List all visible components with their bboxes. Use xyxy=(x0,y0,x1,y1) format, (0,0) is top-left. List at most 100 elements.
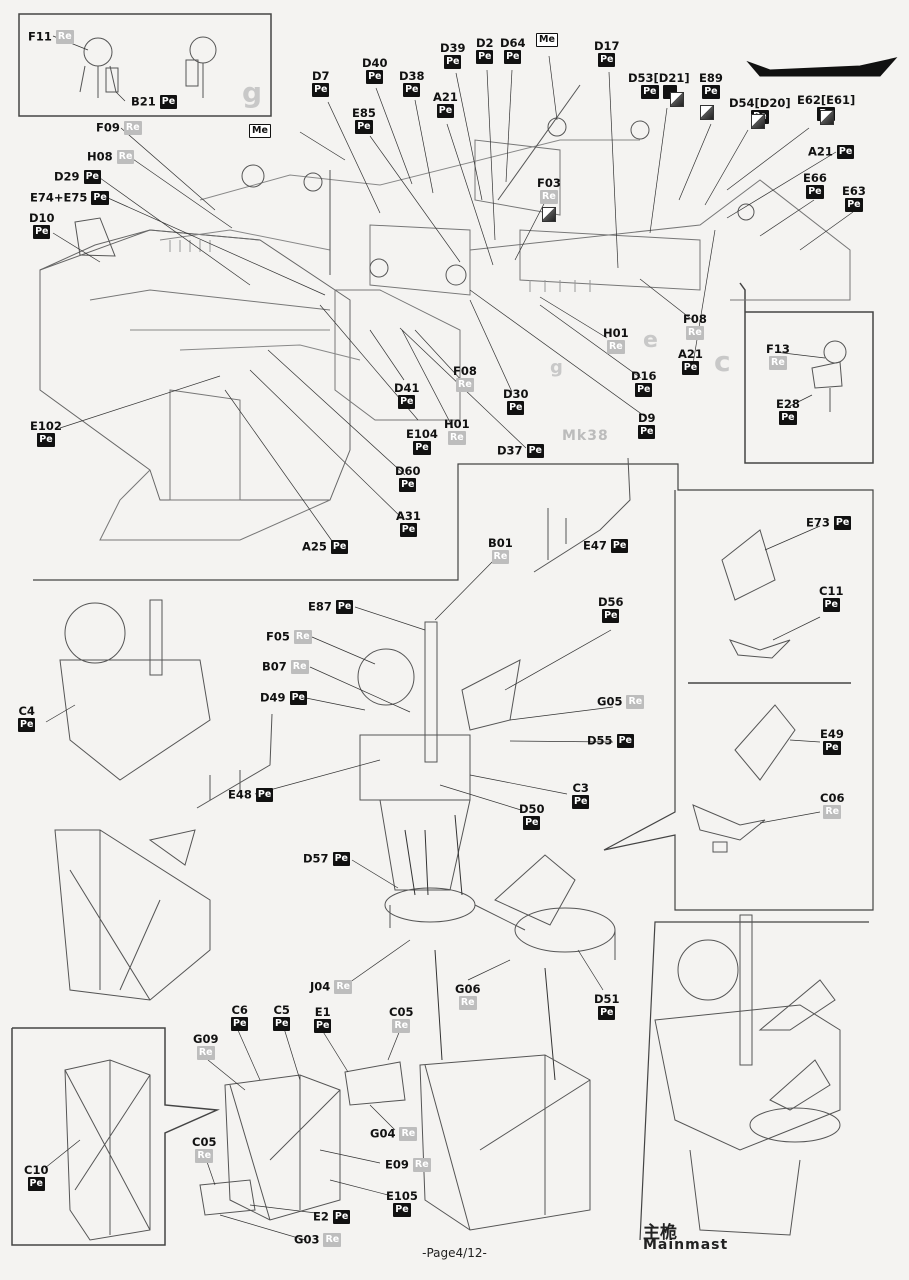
material-tag-pe: Pe xyxy=(616,734,634,748)
material-tag-re: Re xyxy=(412,1158,431,1172)
material-tag-re: Re xyxy=(293,630,312,644)
paint-swatch-icon xyxy=(670,92,684,107)
part-label-f11: F11 Re xyxy=(28,30,74,44)
material-tag-re: Re xyxy=(123,121,142,135)
part-code: C5 xyxy=(273,1003,290,1017)
part-code: D30 xyxy=(503,387,529,401)
part-code: C06 xyxy=(820,791,845,805)
material-tag-pe: Pe xyxy=(833,516,852,530)
part-code: D60 xyxy=(395,464,421,478)
material-tag-pe: Pe xyxy=(823,741,841,755)
part-label-d57: D57 Pe xyxy=(303,852,350,866)
part-code: C6 xyxy=(231,1003,248,1017)
part-code: D54[D20] xyxy=(729,96,791,110)
material-tag-re: Re xyxy=(323,1233,342,1247)
material-tag-pe: Pe xyxy=(330,540,349,554)
material-tag-re: Re xyxy=(290,660,309,674)
material-tag-pe: Pe xyxy=(332,852,350,866)
material-tag-pe: Pe xyxy=(641,85,659,99)
weapon-label-mk38: Mk38 xyxy=(562,428,609,444)
part-code: E89 xyxy=(699,71,723,85)
part-label-a21-b: A21 Pe xyxy=(808,145,855,159)
part-label-d49: D49 Pe xyxy=(260,691,307,705)
part-label-e47: E47 Pe xyxy=(583,539,629,553)
material-tag-re: Re xyxy=(55,30,74,44)
part-code: C10 xyxy=(24,1163,49,1177)
part-code: C05 xyxy=(389,1005,414,1019)
part-code: C3 xyxy=(572,781,589,795)
material-tag-pe: Pe xyxy=(399,523,418,537)
part-label-e87: E87 Pe xyxy=(308,599,354,614)
part-label-f09: F09 Re xyxy=(96,121,142,135)
part-code: E28 xyxy=(776,397,800,411)
part-code: E48 xyxy=(228,787,252,802)
part-code: H01 xyxy=(444,417,470,431)
part-code: C05 xyxy=(192,1135,217,1149)
part-code: D9 xyxy=(638,411,656,425)
part-code: E85 xyxy=(352,106,376,120)
part-code: D51 xyxy=(594,992,620,1006)
part-code: C11 xyxy=(819,584,844,598)
material-tag-pe: Pe xyxy=(836,145,855,159)
part-code: D57 xyxy=(303,851,329,866)
part-code: E102 xyxy=(30,419,62,433)
part-code: A31 xyxy=(396,509,421,523)
part-code: D29 xyxy=(54,169,80,184)
part-code: J04 xyxy=(310,979,331,994)
material-tag-pe: Pe xyxy=(366,70,384,84)
part-code: D2 xyxy=(476,36,494,50)
part-label-g04: G04 Re xyxy=(370,1127,418,1141)
part-code: F08 xyxy=(683,312,707,326)
material-tag-pe: Pe xyxy=(27,1177,45,1191)
part-code: E62[E61] xyxy=(797,93,856,107)
part-label-e74: E74+E75 Pe xyxy=(30,191,109,205)
part-code: H08 xyxy=(87,149,113,164)
part-code: D38 xyxy=(399,69,425,83)
part-code: B07 xyxy=(262,659,287,674)
part-label-d29: D29 Pe xyxy=(54,170,101,184)
part-code: D41 xyxy=(394,381,420,395)
material-tag-pe: Pe xyxy=(572,795,590,809)
material-tag-re: Re xyxy=(606,340,625,354)
material-tag-pe: Pe xyxy=(598,53,616,67)
paint-swatch-icon xyxy=(820,110,834,125)
part-code: F11 xyxy=(28,29,52,44)
part-code: F03 xyxy=(537,176,561,190)
part-code: E87 xyxy=(308,599,332,614)
part-label-g03: G03 Re xyxy=(294,1233,342,1247)
part-code: B01 xyxy=(488,536,513,550)
material-tag-re: Re xyxy=(334,980,353,994)
part-code: G09 xyxy=(193,1032,219,1046)
material-tag-pe: Pe xyxy=(476,50,494,64)
material-tag-re: Re xyxy=(769,356,787,370)
material-tag-pe: Pe xyxy=(33,225,51,239)
material-tag-pe: Pe xyxy=(845,198,863,212)
part-code: D40 xyxy=(362,56,388,70)
part-code: D56 xyxy=(598,595,624,609)
material-tag-re: Re xyxy=(399,1127,418,1141)
part-label-h08: H08 Re xyxy=(87,149,135,164)
part-code: E66 xyxy=(803,171,827,185)
material-tag-pe: Pe xyxy=(255,788,274,802)
